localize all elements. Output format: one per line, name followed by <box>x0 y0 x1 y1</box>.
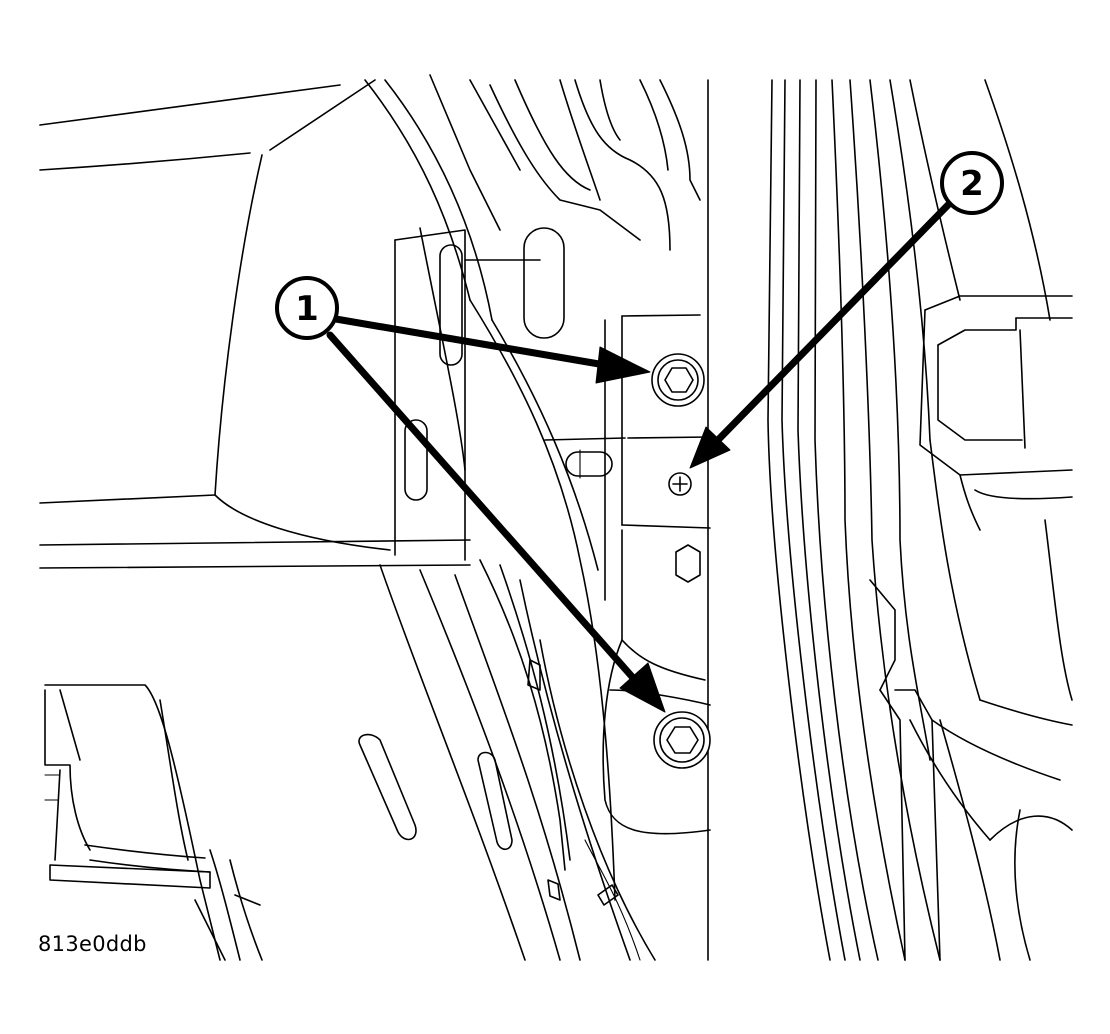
callout-2: 2 <box>940 151 1004 215</box>
callout-2-arrows <box>689 201 952 469</box>
callout-2-arrow <box>714 201 952 444</box>
callout-1-arrowhead-upper <box>595 346 651 384</box>
callout-2-circle <box>940 151 1004 215</box>
right-bracket <box>919 295 1073 726</box>
screw <box>668 472 692 496</box>
callout-1-label: 1 <box>295 289 319 329</box>
lower-left-housing <box>44 684 263 961</box>
upper-bolt <box>651 353 705 407</box>
center-bracket <box>364 74 711 901</box>
callout-1-arrow-lower <box>326 331 639 684</box>
lower-bolt <box>653 711 711 769</box>
callout-2-label: 2 <box>960 164 984 204</box>
callout-2-arrowhead <box>689 426 731 469</box>
lower-curved-structure <box>358 564 656 961</box>
figure-id-label: 813e0ddb <box>38 932 147 956</box>
callout-1-arrowhead-lower <box>619 662 666 713</box>
callout-1: 1 <box>275 276 339 340</box>
callout-1-circle <box>275 276 339 340</box>
callout-1-arrows <box>326 314 666 713</box>
right-pillar <box>707 79 1073 961</box>
upper-left-panel <box>39 79 471 569</box>
callout-1-arrow-upper <box>326 314 609 369</box>
